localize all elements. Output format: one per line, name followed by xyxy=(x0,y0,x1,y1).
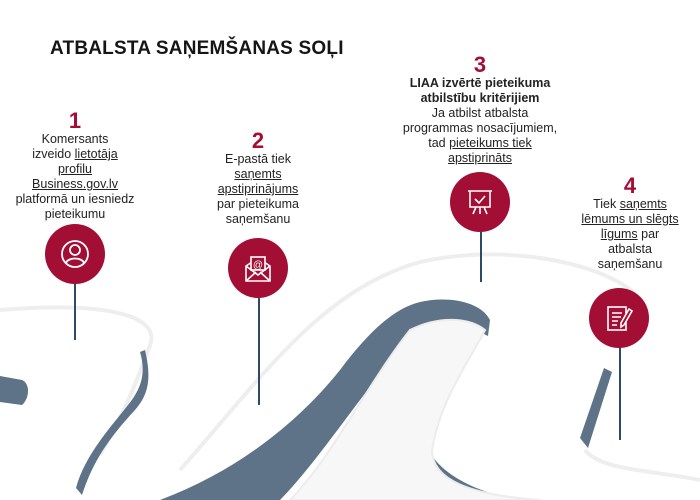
step-4-badge xyxy=(589,288,649,348)
step-line: platformā un iesniedz xyxy=(15,192,135,206)
step-2-text: 2 E-pastā tiek saņemts apstiprinājums pa… xyxy=(193,130,323,227)
step-line: apstiprinājums xyxy=(217,182,299,196)
page-title: ATBALSTA SAŅEMŠANAS SOĻI xyxy=(50,38,344,59)
road-outline xyxy=(583,448,700,482)
step-number: 4 xyxy=(623,173,637,198)
user-icon xyxy=(61,240,89,268)
step-2-stem xyxy=(258,298,260,405)
step-number: 3 xyxy=(473,52,487,77)
step-1-badge xyxy=(45,224,105,284)
presentation-check-icon xyxy=(468,190,492,215)
step-line: izveido lietotāja xyxy=(32,147,118,161)
step-3-text: 3 LIAA izvērtē pieteikuma atbilstību kri… xyxy=(390,54,570,166)
user-profile-link[interactable]: lietotāja xyxy=(74,147,118,161)
step-line: Ja atbilst atbalsta xyxy=(431,106,529,120)
user-profile-link[interactable]: profilu xyxy=(57,162,93,176)
step-line: apstiprināts xyxy=(448,151,512,165)
step-line: E-pastā tiek xyxy=(224,152,291,166)
business-gov-link[interactable]: Business.gov.lv xyxy=(32,177,118,191)
step-3-stem xyxy=(480,232,482,282)
step-4-stem xyxy=(619,348,621,440)
road-shadow xyxy=(76,350,149,495)
step-line: saņemšanu xyxy=(597,257,663,271)
step-heading: atbilstību kritērijiem xyxy=(420,91,540,105)
road-surface xyxy=(288,318,541,500)
road-shadow xyxy=(0,376,28,405)
step-3-badge xyxy=(450,172,510,232)
step-line: atbalsta xyxy=(608,242,652,256)
road-outline xyxy=(178,252,642,472)
step-line: Tiek saņemts xyxy=(593,197,667,211)
step-4-text: 4 Tiek saņemts lēmums un slēgts līgums p… xyxy=(570,175,690,272)
svg-text:@: @ xyxy=(253,260,263,271)
step-heading: LIAA izvērtē pieteikuma xyxy=(409,76,551,90)
step-line: lēmums un slēgts xyxy=(581,212,679,226)
step-2-badge: @ xyxy=(228,238,288,298)
step-line: līgums par xyxy=(600,227,660,241)
step-number: 2 xyxy=(251,128,265,153)
step-line: programmas nosacījumiem, xyxy=(402,121,558,135)
step-1-text: 1 Komersants izveido lietotāja profilu B… xyxy=(10,110,140,222)
step-line: pieteikumu xyxy=(44,207,106,221)
step-line: saņemšanu xyxy=(225,212,291,226)
step-number: 1 xyxy=(68,108,82,133)
step-line: Komersants xyxy=(41,132,109,146)
step-line: saņemts xyxy=(234,167,282,181)
road-shadow xyxy=(580,368,612,448)
step-line: tad pieteikums tiek xyxy=(428,136,532,150)
contract-sign-icon xyxy=(607,306,634,331)
step-line: par pieteikuma xyxy=(217,197,299,211)
email-icon: @ xyxy=(245,256,271,282)
step-1-stem xyxy=(74,284,76,340)
road-shadow xyxy=(160,299,490,500)
